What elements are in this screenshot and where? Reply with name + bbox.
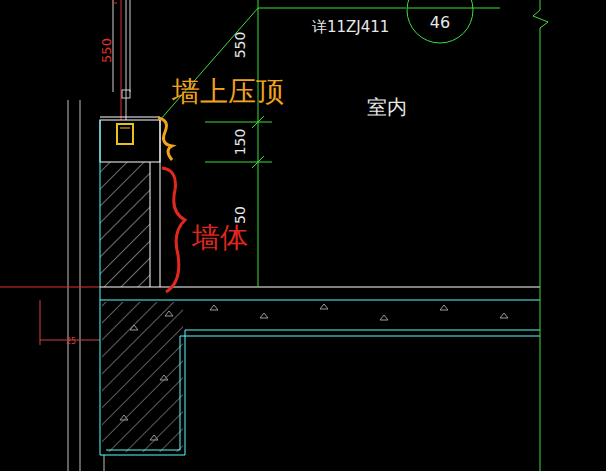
reference-circle: 46 — [420, 13, 460, 32]
dimension: 150 — [233, 129, 247, 156]
dimension: 550 — [99, 38, 112, 63]
callout-label: 墙体 — [192, 224, 248, 252]
room-label: 室内 — [367, 97, 407, 117]
detail-number: 46 — [420, 13, 460, 32]
reference-text: 详11ZJ411 — [312, 20, 389, 35]
callout-label: 墙上压顶 — [172, 78, 284, 106]
dimension: 50 — [233, 206, 247, 224]
dimension: 25 — [66, 338, 76, 346]
dimension: 550 — [233, 32, 247, 59]
